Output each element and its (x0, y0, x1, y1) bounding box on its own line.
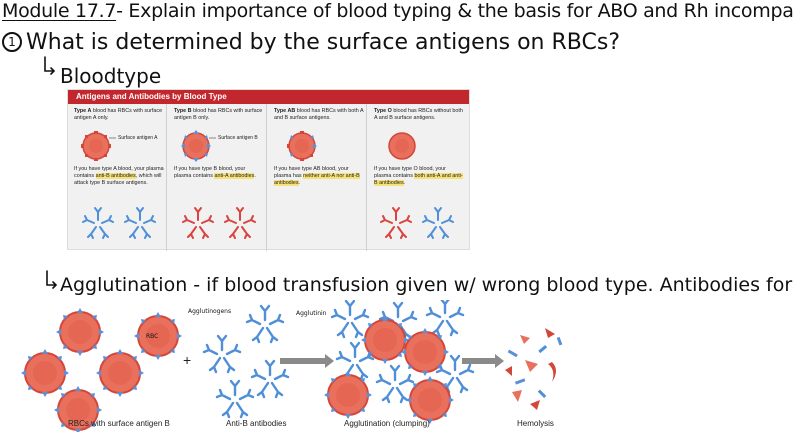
caption-anti-b: Anti-B antibodies (226, 419, 287, 428)
column-text: If you have type AB blood, your plasma h… (274, 166, 360, 186)
answer-bloodtype: Bloodtype (60, 64, 162, 88)
answer-arrow-icon (44, 56, 56, 75)
column-type-ab: Type AB blood has RBCs with both A and B… (268, 104, 367, 251)
rbc-type-ab (287, 131, 317, 161)
agglutinogens-label: Agglutinogens (188, 308, 232, 315)
title-text: - Explain importance of blood typing & t… (116, 0, 794, 22)
anti-a-antibodies-icon (182, 207, 256, 239)
column-text: If you have type O blood, your plasma co… (374, 166, 463, 186)
column-type-o: Type O blood has RBCs without both A and… (368, 104, 467, 251)
plus-sign: + (183, 352, 192, 368)
blood-type-figure: Antigens and Antibodies by Blood Type Ty… (67, 89, 470, 251)
column-head: Type O blood has RBCs without both A and… (374, 108, 463, 121)
agglutination-illustration: RBC Agglutinogens Agglutinin + RBCs with… (0, 300, 794, 432)
antigen-a-label: Surface antigen A (118, 135, 158, 141)
rbc-type-o (388, 132, 416, 160)
rbc-type-b (181, 130, 216, 162)
antigen-b-label: Surface antigen B (218, 135, 258, 141)
rbc-type-a (81, 131, 116, 161)
column-type-b: Type B blood has RBCs with surface antig… (168, 104, 267, 251)
column-head: Type AB blood has RBCs with both A and B… (274, 108, 364, 121)
question-number: 1 (2, 32, 22, 52)
question-text: What is determined by the surface antige… (26, 30, 620, 55)
figure-header: Antigens and Antibodies by Blood Type (68, 90, 469, 104)
column-type-a: Type A blood has RBCs with surface antig… (68, 104, 167, 251)
column-head: Type A blood has RBCs with surface antig… (74, 108, 163, 121)
agglutination-note: Agglutination - if blood transfusion giv… (60, 274, 794, 296)
note-title: Module 17.7- Explain importance of blood… (2, 0, 794, 22)
rbc-label: RBC (146, 333, 159, 340)
module-label: Module 17.7 (2, 0, 117, 22)
column-head: Type B blood has RBCs with surface antig… (174, 108, 263, 121)
hemolysis-fragments (505, 328, 563, 410)
agglutination-arrow-icon (46, 270, 58, 289)
caption-rbcs: RBCs with surface antigen B (68, 419, 170, 428)
column-text: If you have type B blood, your plasma co… (174, 166, 256, 179)
caption-hemolysis: Hemolysis (517, 419, 554, 428)
anti-b-antibodies-icon (82, 207, 156, 239)
caption-agglutination: Agglutination (clumping) (344, 419, 430, 428)
rbc-cell (55, 307, 105, 357)
anti-a-and-anti-b-antibodies-icon (380, 207, 454, 239)
illustration-svg (20, 300, 563, 432)
agglutinin-label: Agglutinin (296, 310, 327, 317)
column-text: If you have type A blood, your plasma co… (74, 166, 164, 186)
